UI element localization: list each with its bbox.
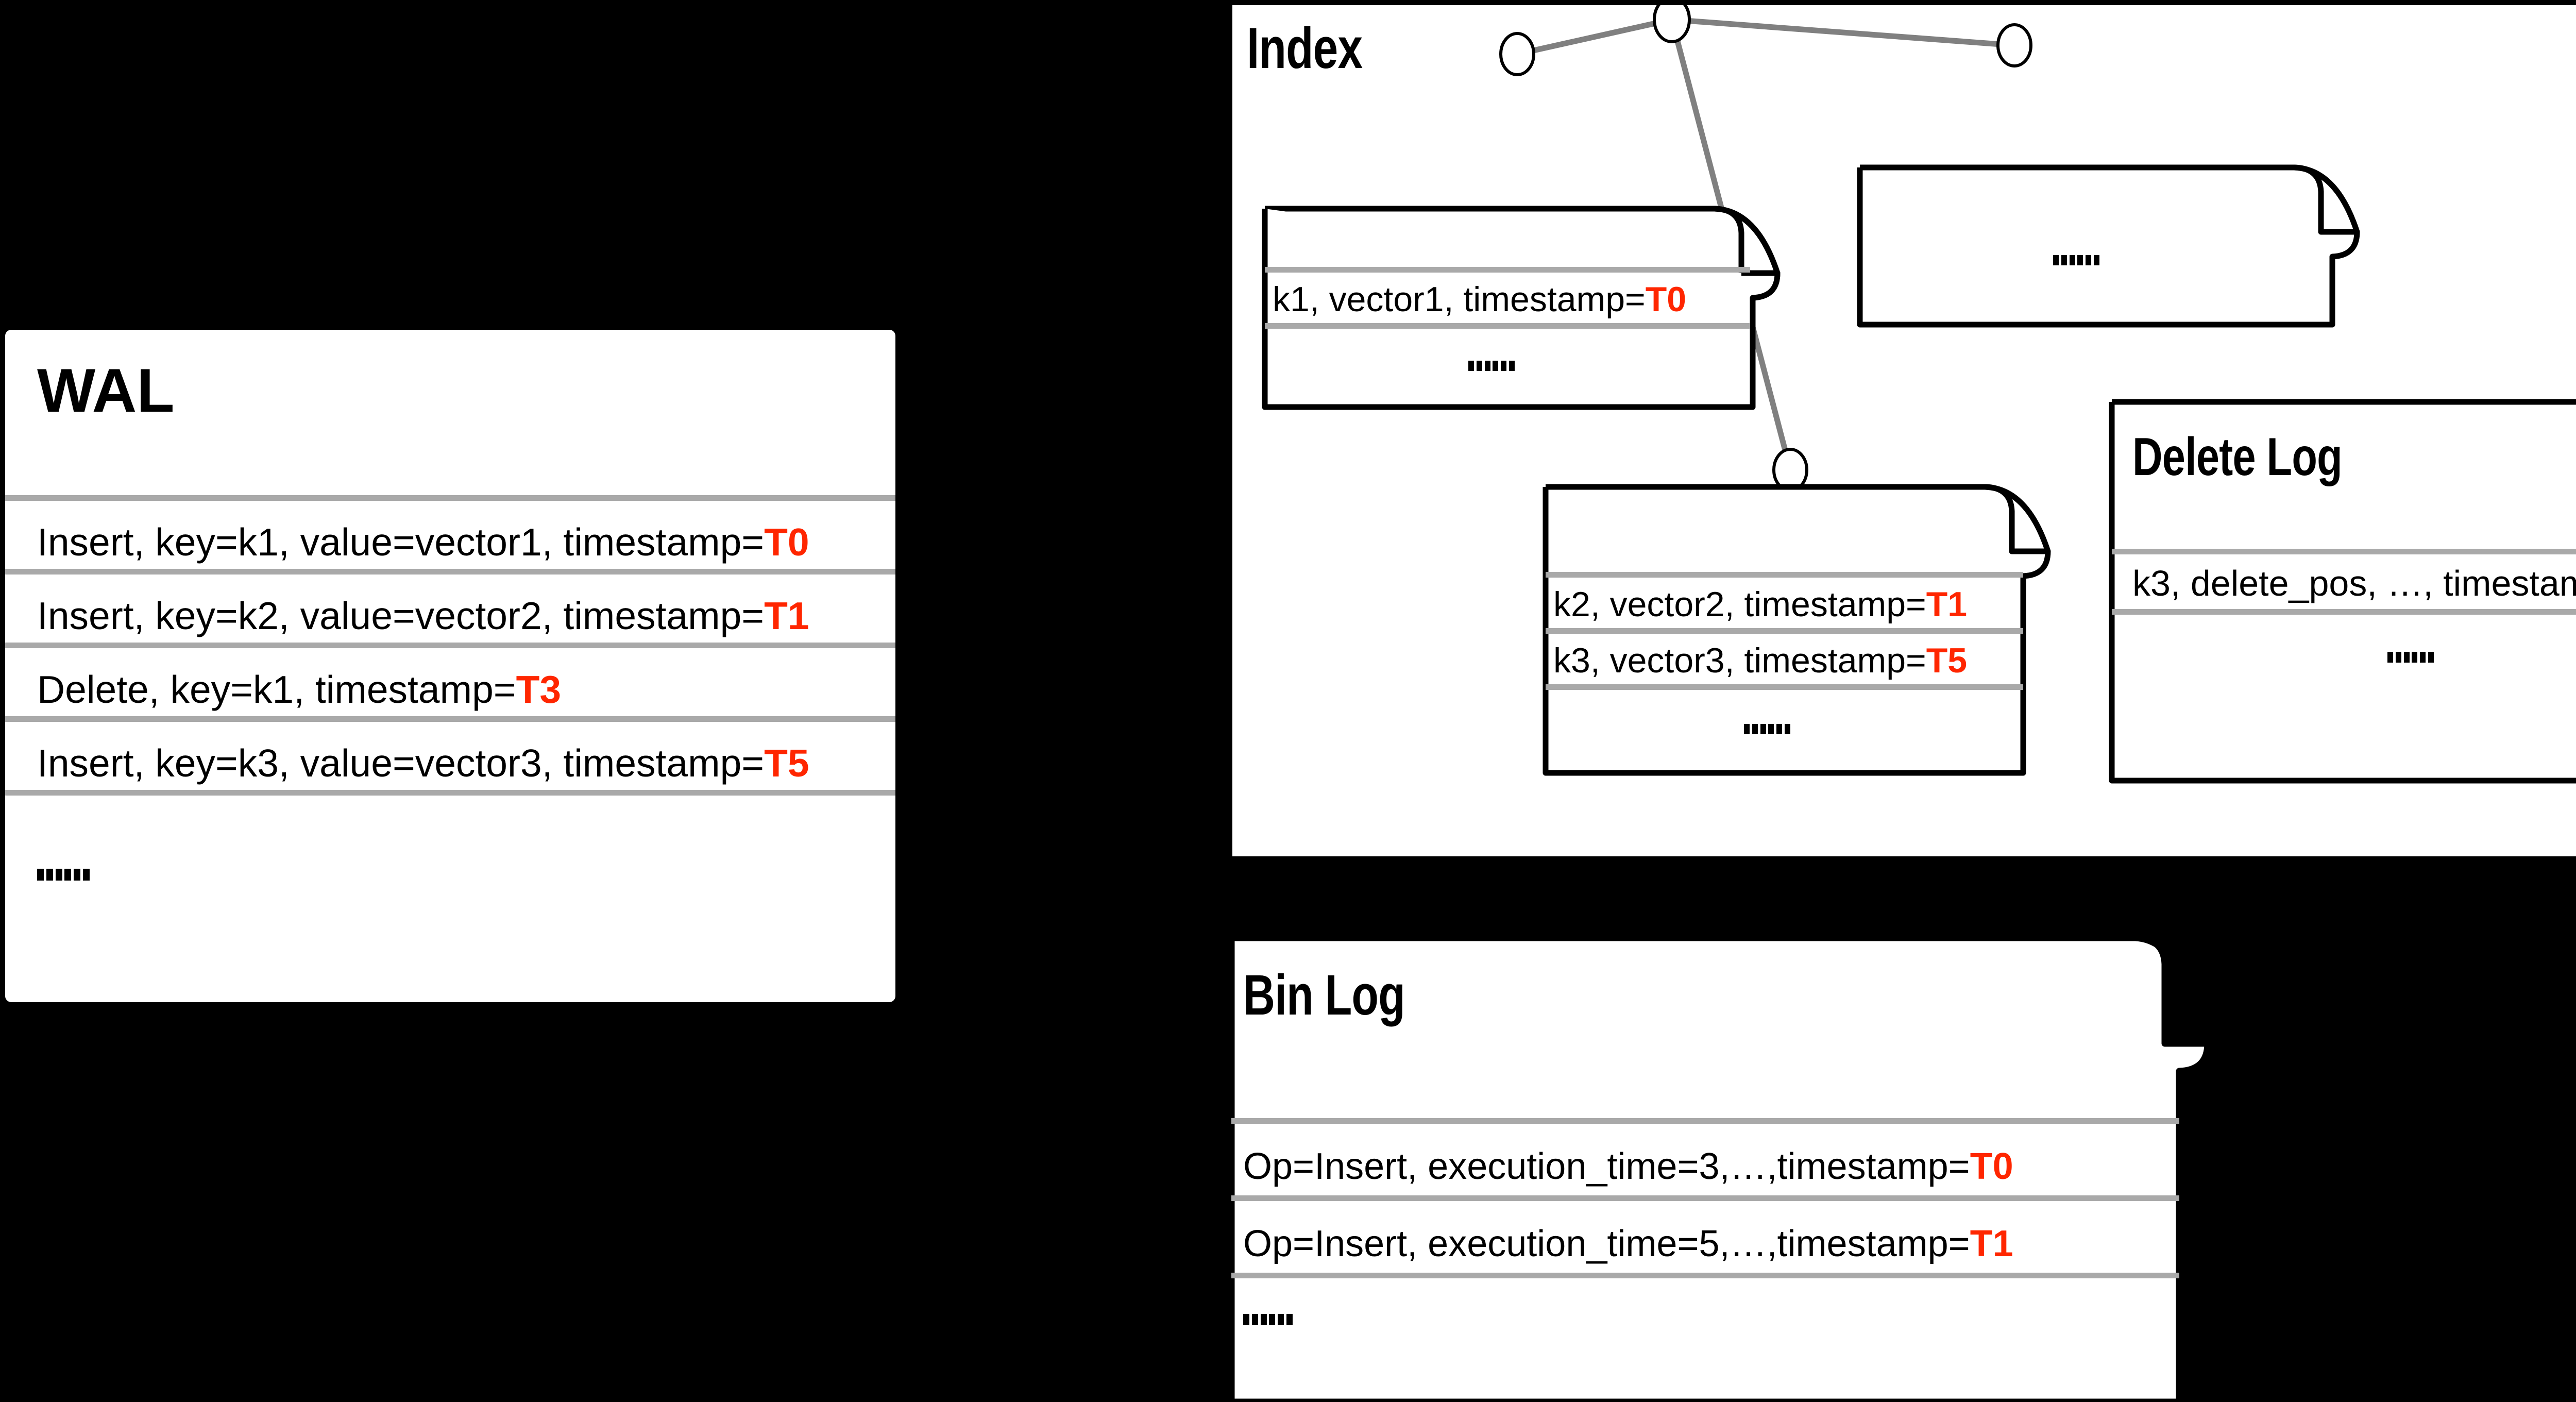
index-leaf-k2-k3-divider-1 <box>1546 628 2023 634</box>
bin-log-row-1-text: Op=Insert, execution_time=5,…,timestamp= <box>1243 1223 1970 1264</box>
bin-log-divider-1 <box>1231 1195 2179 1201</box>
bin-log-divider-0 <box>1231 1118 2179 1124</box>
wal-row-1-timestamp: T1 <box>764 594 809 637</box>
index-title: Index <box>1247 16 1363 80</box>
index-leaf-k2-k3-row-1: k3, vector3, timestamp=T5 <box>1553 637 1967 684</box>
index-leaf-k2-k3-row-0-text: k2, vector2, timestamp= <box>1553 585 1926 624</box>
wal-title: WAL <box>37 356 175 425</box>
wal-row-3-text: Insert, key=k3, value=vector3, timestamp… <box>37 741 765 785</box>
wal-panel: WAL Insert, key=k1, value=vector1, times… <box>5 330 895 1002</box>
wal-row-0-text: Insert, key=k1, value=vector1, timestamp… <box>37 520 765 564</box>
tree-edge-root-left <box>1516 16 1673 57</box>
note-shape-k1 <box>1262 206 1781 410</box>
index-leaf-k2-k3-note: k2, vector2, timestamp=T1 k3, vector3, t… <box>1543 484 2051 776</box>
index-leaf-k2-k3-divider-0 <box>1546 572 2023 578</box>
bin-log-title: Bin Log <box>1243 964 1405 1027</box>
wal-divider-3 <box>5 716 895 722</box>
bin-log-divider-2 <box>1231 1273 2179 1278</box>
index-leaf-k2-k3-row-1-timestamp: T5 <box>1926 641 1968 680</box>
wal-row-4-ellipsis <box>37 869 90 881</box>
wal-row-2: Delete, key=k1, timestamp=T3 <box>37 663 561 716</box>
tree-node-right <box>1996 23 2032 67</box>
index-leaf-more-row-0-ellipsis <box>2053 255 2099 265</box>
index-leaf-more-note <box>1857 164 2360 328</box>
index-leaf-k2-k3-row-0-timestamp: T1 <box>1926 585 1968 624</box>
wal-row-1: Insert, key=k2, value=vector2, timestamp… <box>37 589 809 643</box>
index-leaf-k1-note: k1, vector1, timestamp=T0 <box>1262 206 1781 410</box>
wal-row-1-text: Insert, key=k2, value=vector2, timestamp… <box>37 594 765 637</box>
index-leaf-k1-row-0-timestamp: T0 <box>1645 280 1687 319</box>
index-leaf-k1-row-0-text: k1, vector1, timestamp= <box>1273 280 1646 319</box>
delete-log-row-0-text: k3, delete_pos, …, timestamp= <box>2132 563 2576 603</box>
wal-row-0-timestamp: T0 <box>764 520 809 564</box>
tree-node-left <box>1499 32 1535 76</box>
bin-log-row-0-timestamp: T0 <box>1970 1146 2013 1187</box>
wal-divider-1 <box>5 569 895 575</box>
wal-divider-2 <box>5 643 895 648</box>
bin-log-row-2-ellipsis <box>1243 1314 1293 1325</box>
wal-row-2-text: Delete, key=k1, timestamp= <box>37 668 516 711</box>
wal-divider-4 <box>5 790 895 796</box>
index-leaf-k2-k3-row-1-text: k3, vector3, timestamp= <box>1553 641 1926 680</box>
index-leaf-k1-row-1-ellipsis <box>1468 361 1515 371</box>
wal-row-3: Insert, key=k3, value=vector3, timestamp… <box>37 736 809 790</box>
note-shape-more <box>1857 164 2360 328</box>
bin-log-row-0: Op=Insert, execution_time=3,…,timestamp=… <box>1243 1138 2013 1195</box>
bin-log-note: Bin Log Op=Insert, execution_time=3,…,ti… <box>1228 934 2223 1402</box>
index-panel: Index <box>1232 5 2576 856</box>
note-shape-bin-log <box>1228 934 2211 1402</box>
index-leaf-k1-row-0: k1, vector1, timestamp=T0 <box>1273 276 1686 323</box>
note-shape-delete-log <box>2109 399 2576 784</box>
delete-log-note: Delete Log k3, delete_pos, …, timestamp=… <box>2109 399 2576 784</box>
tree-edge-root-right <box>1671 16 2015 48</box>
wal-divider-0 <box>5 495 895 501</box>
index-leaf-k2-k3-row-2-ellipsis <box>1744 724 1790 734</box>
index-leaf-k2-k3-row-0: k2, vector2, timestamp=T1 <box>1553 581 1967 628</box>
wal-row-0: Insert, key=k1, value=vector1, timestamp… <box>37 515 809 569</box>
delete-log-divider-0 <box>2112 549 2576 554</box>
bin-log-row-1: Op=Insert, execution_time=5,…,timestamp=… <box>1243 1215 2013 1273</box>
delete-log-title: Delete Log <box>2132 427 2343 487</box>
index-leaf-k1-divider-1 <box>1265 323 1750 329</box>
wal-row-2-timestamp: T3 <box>516 668 562 711</box>
bin-log-row-1-timestamp: T1 <box>1970 1223 2013 1264</box>
tree-root-node <box>1653 5 1691 43</box>
index-leaf-k1-divider-0 <box>1265 267 1750 273</box>
delete-log-row-0: k3, delete_pos, …, timestamp=T3 <box>2132 558 2576 609</box>
delete-log-row-1-ellipsis <box>2387 652 2434 663</box>
delete-log-divider-1 <box>2112 609 2576 615</box>
wal-row-3-timestamp: T5 <box>764 741 809 785</box>
bin-log-row-0-text: Op=Insert, execution_time=3,…,timestamp= <box>1243 1146 1970 1187</box>
index-leaf-k2-k3-divider-2 <box>1546 684 2023 690</box>
